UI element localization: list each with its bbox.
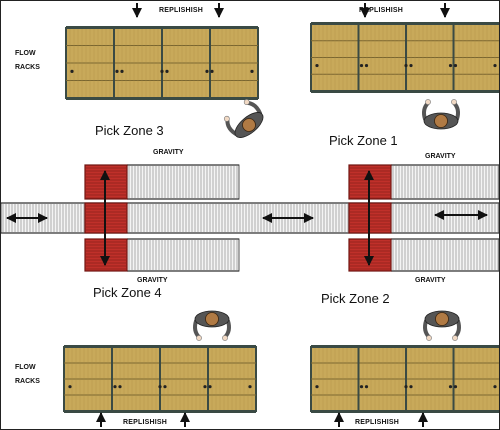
rack-bolt [493, 385, 497, 389]
rack-bolt [160, 69, 164, 73]
pick-zone-4-label: Pick Zone 4 [93, 285, 162, 300]
rack-bottom-frame [311, 410, 499, 413]
rack-bolt [315, 385, 319, 389]
flow-label-bottom: FLOW [15, 364, 36, 371]
worker-head [434, 114, 448, 128]
rack-bolt [115, 69, 119, 73]
rack-bolt [208, 385, 212, 389]
flow-rack-bottom-left [63, 345, 257, 413]
rack-bolt [203, 385, 207, 389]
worker-hand [425, 99, 431, 105]
worker-icon [422, 99, 460, 130]
flow-rack-bottom-right [310, 345, 499, 413]
rack-bolt [120, 69, 124, 73]
replenish-label-bottom-left: REPLISHISH [123, 419, 168, 426]
rack-bolt [453, 63, 458, 68]
flow-racks-label-top: FLOW RACKS [15, 47, 40, 75]
worker-hand [243, 99, 250, 105]
replenish-label-top-left: REPLISHISH [159, 7, 204, 14]
gravity-conveyor-top-right [390, 164, 499, 200]
rack-bolt [359, 385, 364, 389]
conveyors [1, 164, 499, 272]
rack-top-frame [311, 345, 499, 348]
flow-racks [63, 22, 499, 413]
gravity-conveyor-bottom-right [390, 238, 499, 272]
rack-top-frame [64, 345, 256, 348]
worker-head [242, 118, 256, 132]
gravity-conveyor-top-left [126, 164, 240, 200]
worker-icon [193, 310, 231, 341]
conveyor-bed [1, 202, 499, 234]
rack-bolt [248, 385, 252, 389]
rack-bolt [493, 63, 497, 68]
worker-hand [223, 115, 230, 122]
rack-bolt [453, 385, 458, 389]
rack-bolt [68, 385, 72, 389]
workers [193, 99, 461, 341]
rack-bolt [210, 69, 214, 73]
rack-bolt [404, 63, 408, 68]
replenish-label-bottom-right: REPLISHISH [355, 419, 400, 426]
gravity-label-bottom-right: GRAVITY [415, 277, 446, 284]
rack-bolt [448, 63, 453, 68]
pick-zone-1-label: Pick Zone 1 [329, 133, 398, 148]
rack-bolt [364, 385, 369, 389]
rack-bolt [165, 69, 169, 73]
worker-head [435, 312, 449, 326]
main-conveyor [1, 202, 499, 234]
worker-hand [452, 335, 458, 341]
rack-bolt [118, 385, 122, 389]
gravity-label-top-left: GRAVITY [153, 149, 184, 156]
worker-hand [451, 99, 457, 105]
flow-rack-top-right [310, 22, 499, 93]
rack-bolt [359, 63, 364, 68]
replenish-label-top-right: REPLISHISH [359, 7, 404, 14]
rack-bolt [409, 385, 413, 389]
pick-zone-3-label: Pick Zone 3 [95, 123, 164, 138]
rack-bolt [163, 385, 167, 389]
rack-bottom-frame [66, 97, 258, 100]
rack-bottom-frame [311, 90, 499, 93]
rack-top-frame [311, 22, 499, 25]
rack-bolt [158, 385, 162, 389]
flow-racks-label-bottom: FLOW RACKS [15, 361, 40, 389]
worker-hand [222, 335, 228, 341]
rack-bolt [364, 63, 369, 68]
rack-bolt [205, 69, 209, 73]
rack-bolt [448, 385, 453, 389]
rack-bolt [404, 385, 408, 389]
rack-bolt [70, 69, 74, 73]
worker-icon [423, 310, 461, 341]
rack-bolt [250, 69, 254, 73]
rack-top-frame [66, 26, 258, 29]
gravity-label-bottom-left: GRAVITY [137, 277, 168, 284]
worker-hand [196, 335, 202, 341]
worker-hand [426, 335, 432, 341]
rack-bolt [315, 63, 319, 68]
flow-label-top: FLOW [15, 50, 36, 57]
worker-head [205, 312, 219, 326]
racks-label-bottom: RACKS [15, 378, 40, 385]
gravity-label-top-right: GRAVITY [425, 153, 456, 160]
rack-bolt [113, 385, 117, 389]
gravity-conveyor-bottom-left [126, 238, 240, 272]
flow-rack-top-left [65, 26, 259, 100]
conveyor-bed [390, 238, 499, 272]
arrows [6, 3, 488, 427]
pick-zone-2-label: Pick Zone 2 [321, 291, 390, 306]
racks-label-top: RACKS [15, 64, 40, 71]
rack-bolt [409, 63, 413, 68]
worker-icon [223, 99, 264, 138]
rack-bottom-frame [64, 410, 256, 413]
